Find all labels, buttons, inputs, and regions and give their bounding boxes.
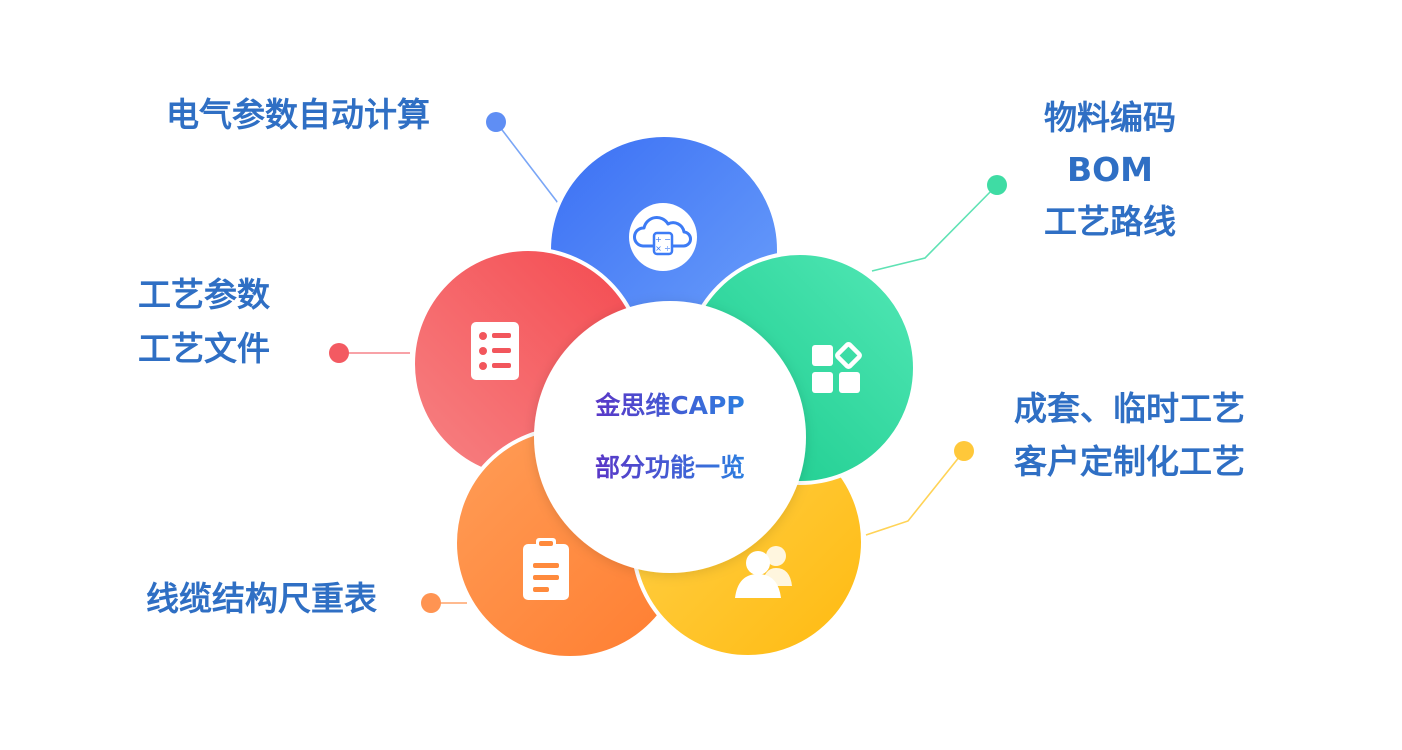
list-icon bbox=[471, 322, 519, 380]
dot-blue bbox=[486, 112, 506, 132]
dot-yellow bbox=[954, 441, 974, 461]
label-green: 物料编码 BOM 工艺路线 bbox=[1030, 92, 1190, 248]
label-yellow-line-2: 客户定制化工艺 bbox=[1014, 442, 1245, 481]
label-orange: 线缆结构尺重表 bbox=[146, 573, 377, 625]
center-circle bbox=[534, 301, 806, 573]
cloud-calculator-icon: + − × ÷ bbox=[629, 203, 697, 271]
label-red-line-2: 工艺文件 bbox=[138, 329, 270, 368]
svg-text:+: + bbox=[655, 235, 662, 244]
center-title-line1: 金思维CAPP bbox=[595, 375, 744, 437]
label-orange-line-1: 线缆结构尺重表 bbox=[146, 579, 377, 618]
dot-orange bbox=[421, 593, 441, 613]
label-green-line-3: 工艺路线 bbox=[1044, 202, 1176, 241]
label-yellow: 成套、临时工艺 客户定制化工艺 bbox=[1014, 382, 1245, 488]
label-blue: 电气参数自动计算 bbox=[166, 89, 430, 141]
label-blue-line-1: 电气参数自动计算 bbox=[166, 95, 430, 134]
label-green-line-1: 物料编码 bbox=[1044, 98, 1176, 137]
center-title-line2: 部分功能一览 bbox=[595, 437, 745, 499]
users-icon bbox=[735, 546, 792, 598]
center-title: 金思维CAPP 部分功能一览 bbox=[535, 302, 805, 572]
label-yellow-line-1: 成套、临时工艺 bbox=[1014, 389, 1245, 428]
connector-lines bbox=[339, 121, 998, 604]
connector-yellow bbox=[865, 450, 965, 536]
connector-dots bbox=[329, 112, 1007, 613]
connector-blue bbox=[495, 121, 559, 204]
label-red: 工艺参数 工艺文件 bbox=[138, 268, 270, 376]
label-green-line-2: BOM bbox=[1066, 150, 1154, 189]
svg-text:−: − bbox=[664, 235, 671, 244]
apps-grid-icon bbox=[812, 342, 862, 393]
dot-red bbox=[329, 343, 349, 363]
svg-text:÷: ÷ bbox=[664, 244, 671, 253]
connector-green bbox=[871, 184, 998, 272]
dot-green bbox=[987, 175, 1007, 195]
label-red-line-1: 工艺参数 bbox=[138, 275, 270, 314]
clipboard-icon bbox=[523, 538, 569, 600]
svg-text:×: × bbox=[655, 244, 662, 253]
